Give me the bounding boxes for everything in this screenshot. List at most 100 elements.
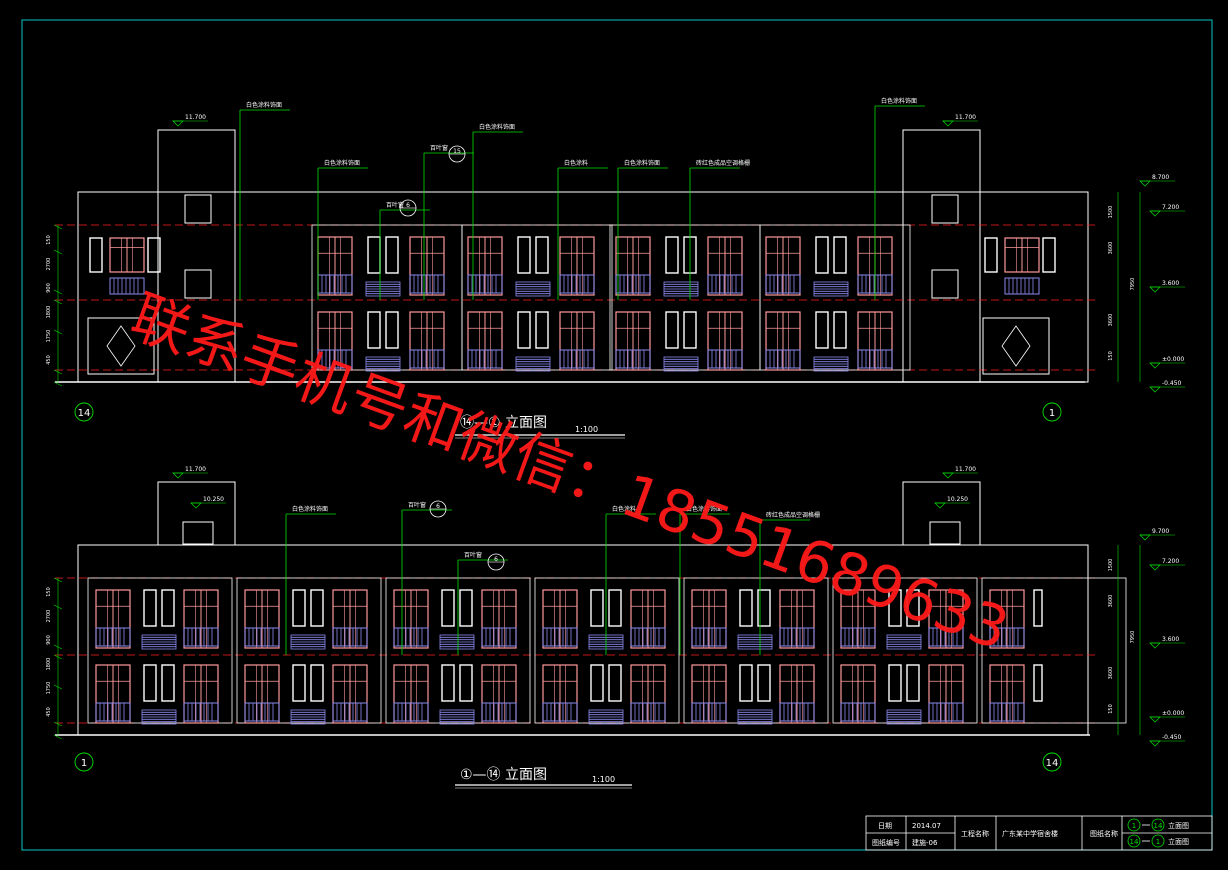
balcony-railing xyxy=(928,627,964,647)
annotation-leader: 白色涂料饰面 xyxy=(617,159,668,300)
tall-window xyxy=(779,664,815,724)
narrow-window xyxy=(1033,589,1043,627)
balcony-railing xyxy=(857,274,893,294)
balcony-railing xyxy=(393,702,429,722)
dimension-text: 3600 xyxy=(1108,595,1114,608)
dimension-text: 150 xyxy=(46,587,52,597)
balcony-railing xyxy=(95,702,131,722)
balcony-railing xyxy=(989,627,1025,647)
detail-callout: 6 xyxy=(429,500,447,518)
balcony-railing xyxy=(481,627,517,647)
tall-window xyxy=(765,236,801,296)
balcony-railing xyxy=(989,702,1025,722)
entrance-door xyxy=(982,317,1050,375)
narrow-window xyxy=(1033,664,1043,702)
ac-louver-grille xyxy=(663,356,699,372)
tall-window xyxy=(989,664,1025,724)
svg-text:1: 1 xyxy=(1156,838,1160,846)
annotation-text: 白色涂料饰面 xyxy=(624,159,660,167)
elev-base: -0.450 xyxy=(1149,734,1185,747)
project-value: 广东某中学宿舍楼 xyxy=(1002,829,1058,838)
narrow-window xyxy=(757,589,771,627)
annotation-leader: 白色涂料饰面 xyxy=(239,101,290,300)
svg-text:11.700: 11.700 xyxy=(955,114,976,121)
tall-window xyxy=(95,589,131,649)
narrow-window xyxy=(517,311,531,349)
ac-louver-grille xyxy=(813,281,849,297)
tall-window xyxy=(183,664,219,724)
bay-panel xyxy=(759,224,911,371)
door-glass xyxy=(1001,325,1031,367)
balcony-railing xyxy=(630,627,666,647)
annotation-text: 砖红色成品空调格栅 xyxy=(766,511,820,519)
drawing-no-value: 建施-06 xyxy=(912,838,938,847)
balcony-railing xyxy=(691,627,727,647)
narrow-window xyxy=(161,589,175,627)
narrow-window xyxy=(665,236,679,274)
tall-window xyxy=(481,589,517,649)
tall-window xyxy=(615,236,651,296)
elev-ground: ±0.000 xyxy=(1149,356,1185,369)
dimension-text: 900 xyxy=(46,635,52,645)
stair-tower-left xyxy=(157,481,236,546)
tall-window xyxy=(559,311,595,371)
ac-louver-grille xyxy=(439,709,475,725)
balcony-railing xyxy=(615,349,651,369)
annotation-text: 白色涂料饰面 xyxy=(686,505,722,513)
balcony-railing xyxy=(615,274,651,294)
narrow-window xyxy=(441,664,455,702)
detail-callout: 6 xyxy=(487,553,505,571)
narrow-window xyxy=(459,589,473,627)
annotation-text: 百叶窗 xyxy=(386,201,404,209)
annotation-text: 白色涂料 xyxy=(564,159,588,167)
bay-panel xyxy=(461,224,613,371)
dimension-text: 150 xyxy=(46,235,52,245)
bottom-title-text: ①—⑭ 立面图 xyxy=(460,767,547,783)
tall-window xyxy=(559,236,595,296)
narrow-window xyxy=(517,236,531,274)
annotation-leader: 白色涂料 xyxy=(557,159,608,300)
ac-louver-grille xyxy=(365,356,401,372)
balcony-railing xyxy=(779,627,815,647)
sheet-name-line-2: 14 1 立面图 xyxy=(1127,834,1189,848)
narrow-window xyxy=(292,589,306,627)
svg-text:9.700: 9.700 xyxy=(1152,528,1169,535)
narrow-window xyxy=(161,664,175,702)
annotation-text: 百叶窗 xyxy=(430,144,448,152)
top-scale-text: 1:100 xyxy=(575,425,598,434)
annotation-text: 百叶窗 xyxy=(464,551,482,559)
tall-window xyxy=(393,589,429,649)
narrow-window xyxy=(665,311,679,349)
narrow-window xyxy=(292,664,306,702)
dimension-text: 7950 xyxy=(1130,278,1136,291)
elev-top: 7.200 xyxy=(1149,558,1185,571)
dimension-text: 1800 xyxy=(46,306,52,319)
tall-window xyxy=(467,311,503,371)
elev-top: 7.200 xyxy=(1149,204,1185,217)
balcony-railing xyxy=(244,702,280,722)
narrow-window xyxy=(590,589,604,627)
ac-louver-grille xyxy=(290,709,326,725)
annotation-leader: 白色涂料饰面 xyxy=(679,505,730,655)
dimension-text: 1750 xyxy=(46,330,52,343)
annotation-leader: 百叶窗 xyxy=(401,501,452,655)
annotation-text: 白色涂料 xyxy=(612,505,636,513)
annotation-text: 白色涂料饰面 xyxy=(324,159,360,167)
stair-door xyxy=(182,521,214,545)
narrow-window xyxy=(459,664,473,702)
stair-door xyxy=(929,521,961,545)
tall-window xyxy=(1004,237,1040,273)
ac-louver-grille xyxy=(813,356,849,372)
tall-window xyxy=(691,589,727,649)
bay-panel xyxy=(87,577,233,724)
svg-text:11.700: 11.700 xyxy=(185,466,206,473)
narrow-window xyxy=(143,664,157,702)
date-label: 日期 xyxy=(878,822,892,830)
balcony-railing xyxy=(840,702,876,722)
balcony-railing xyxy=(332,702,368,722)
balcony-railing xyxy=(542,627,578,647)
tall-window xyxy=(691,664,727,724)
